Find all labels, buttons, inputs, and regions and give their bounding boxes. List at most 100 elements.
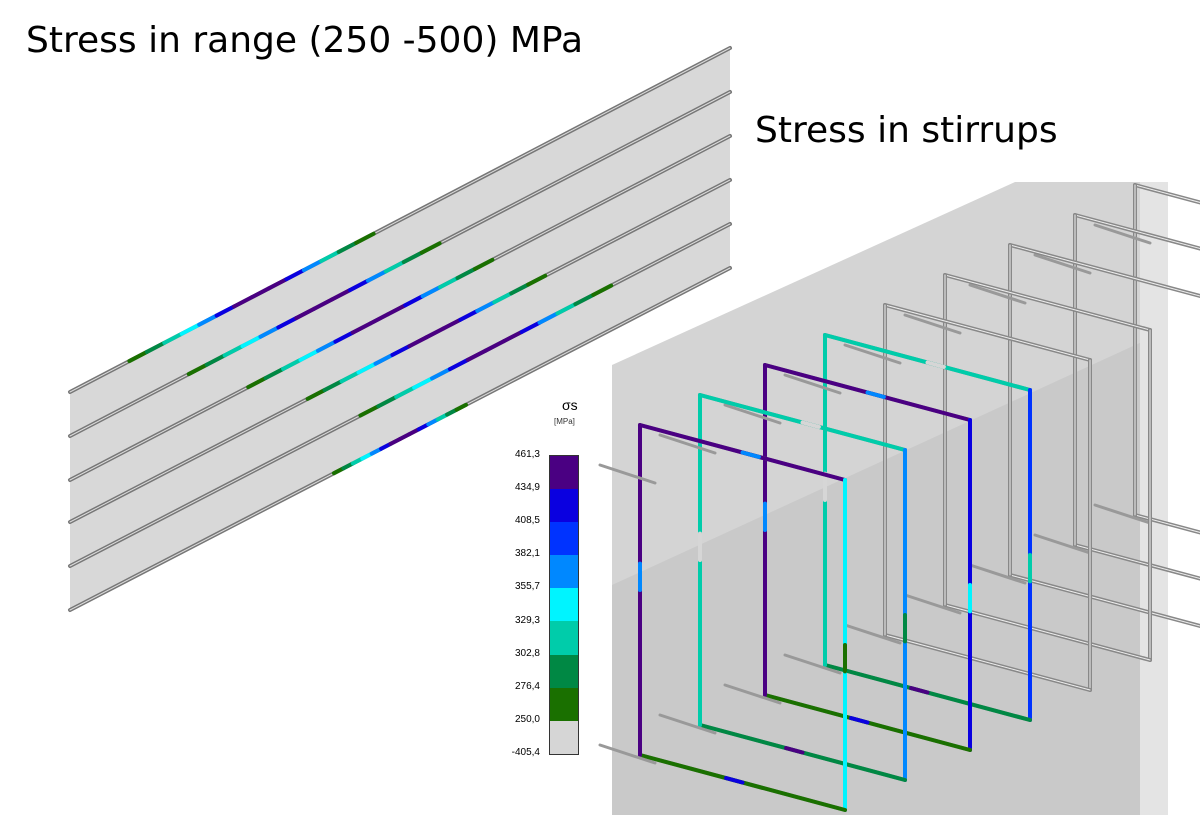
stressed-segment — [127, 349, 149, 364]
stressed-segment — [472, 257, 495, 271]
stressed-segment — [319, 249, 341, 264]
stirrups-view — [598, 182, 1200, 815]
legend-value: 434,9 — [514, 482, 540, 494]
longitudinal-bar — [968, 563, 1027, 585]
stressed-segment — [385, 303, 408, 317]
longitudinal-bar — [783, 373, 842, 395]
stressed-segment — [394, 385, 417, 399]
stressed-segment — [420, 285, 443, 299]
stressed-segment — [354, 231, 376, 245]
stressed-segment — [258, 325, 281, 339]
stressed-segment — [350, 321, 373, 335]
longitudinal-bar — [723, 683, 782, 705]
stressed-segment — [465, 348, 488, 362]
stressed-segment — [301, 259, 324, 273]
stressed-segment — [144, 340, 167, 354]
stressed-segment — [298, 348, 320, 362]
stirrup-highlight — [944, 274, 1151, 331]
stressed-segment — [438, 276, 460, 290]
stress-band — [909, 686, 930, 695]
stress-band — [865, 390, 886, 399]
stirrup-highlight — [1134, 184, 1200, 203]
concrete-block-edge — [1140, 182, 1168, 815]
longitudinal-bar — [658, 713, 717, 735]
longitudinal-bar — [843, 343, 902, 365]
longitudinal-bars-view — [68, 46, 732, 612]
stressed-segment — [475, 300, 497, 313]
stressed-segment — [179, 322, 202, 336]
longitudinal-bar — [658, 433, 717, 455]
legend-swatch — [550, 588, 578, 622]
stressed-segment — [483, 339, 506, 353]
longitudinal-bar — [903, 593, 962, 615]
longitudinal-bar — [723, 403, 782, 425]
legend-swatch — [550, 489, 578, 523]
legend-value: 461,3 — [514, 449, 540, 460]
longitudinal-bar — [1093, 223, 1152, 245]
stressed-segment — [401, 250, 424, 265]
stressed-segment — [333, 330, 355, 344]
stressed-segment — [447, 357, 470, 372]
longitudinal-bar — [968, 283, 1027, 305]
legend-value: 329,3 — [514, 614, 540, 626]
longitudinal-bar — [598, 463, 657, 485]
longitudinal-bar — [903, 313, 962, 335]
stressed-segment — [573, 292, 596, 307]
stressed-segment — [222, 344, 245, 358]
longitudinal-bar — [783, 653, 842, 675]
stressed-segment — [204, 353, 227, 367]
stressed-segment — [430, 367, 452, 381]
legend-swatch — [550, 621, 578, 655]
stressed-segment — [407, 335, 429, 349]
stressed-segment — [591, 283, 614, 297]
legend-value: 408,5 — [514, 515, 540, 527]
stressed-segment — [232, 295, 254, 309]
stressed-segment — [501, 329, 524, 344]
stressed-segment — [412, 376, 435, 390]
longitudinal-bar — [1093, 503, 1152, 525]
legend-value: 250,0 — [514, 713, 540, 725]
stress-band — [740, 450, 761, 459]
stress-band — [784, 746, 805, 755]
legend-value: 302,8 — [514, 647, 540, 659]
stressed-segment — [246, 376, 268, 390]
stressed-segment — [424, 326, 446, 340]
stressed-segment — [214, 304, 237, 318]
stirrup-highlight — [944, 604, 1151, 661]
stirrup-highlight — [884, 634, 1091, 691]
stressed-segment — [458, 308, 480, 322]
stressed-segment — [315, 339, 338, 353]
stressed-segment — [555, 302, 578, 316]
legend-value: -405,4 — [511, 746, 540, 758]
legend-swatch — [550, 522, 578, 556]
concrete-section — [70, 48, 730, 612]
stressed-segment — [162, 331, 184, 345]
stirrup-highlight — [1009, 244, 1200, 297]
legend-swatch — [550, 720, 578, 754]
stressed-segment — [348, 278, 370, 293]
stressed-segment — [358, 404, 381, 418]
stirrup-highlight — [1074, 544, 1200, 580]
stirrup-highlight — [1009, 574, 1200, 627]
stressed-segment — [526, 273, 548, 287]
legend-swatch — [550, 687, 578, 721]
stressed-segment — [339, 370, 361, 384]
right-panel-title: Stress in stirrups — [755, 110, 1058, 151]
stressed-segment — [294, 306, 317, 321]
stressed-segment — [365, 269, 388, 283]
longitudinal-bar — [1033, 533, 1092, 555]
stressed-segment — [336, 240, 359, 254]
stressed-segment — [276, 316, 299, 330]
stressed-segment — [284, 268, 306, 282]
legend-value: 355,7 — [514, 581, 540, 593]
stressed-segment — [240, 334, 263, 349]
stressed-segment — [312, 297, 335, 311]
stress-band — [925, 360, 946, 369]
left-panel-title: Stress in range (250 -500) MPa — [26, 20, 584, 61]
stressed-segment — [368, 312, 390, 326]
stressed-segment — [322, 379, 344, 393]
stressed-segment — [537, 311, 560, 325]
stressed-segment — [330, 288, 353, 302]
stressed-segment — [373, 352, 395, 366]
